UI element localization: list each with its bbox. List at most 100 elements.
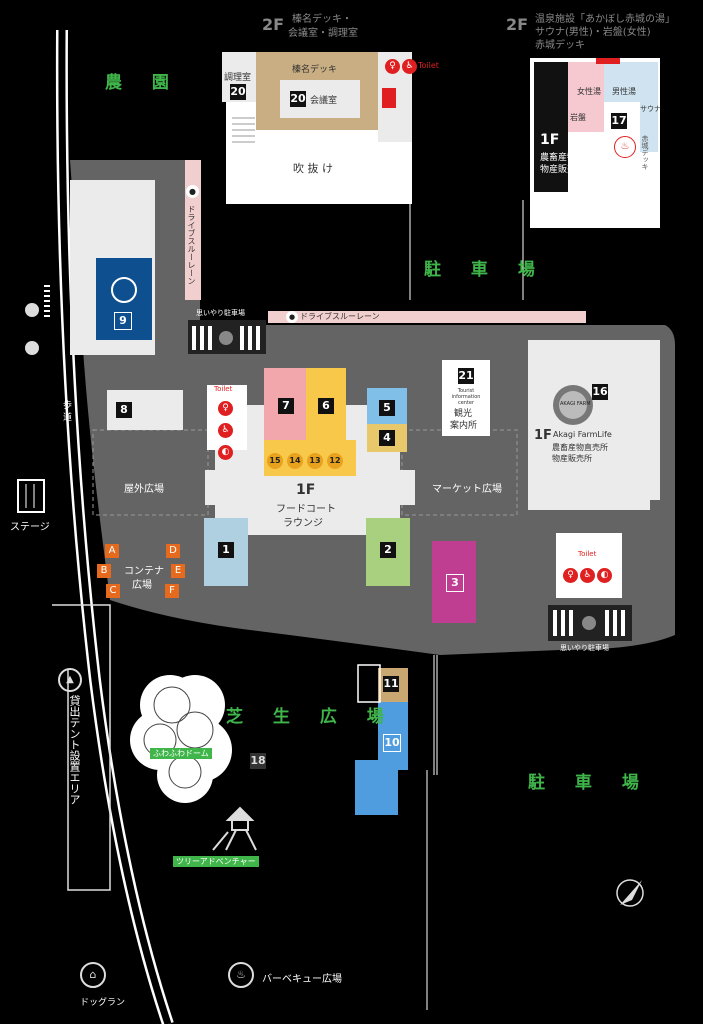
- onsen-shop-2: 物産販売所: [540, 165, 586, 175]
- fish-icon: [111, 277, 137, 303]
- shop-16-name: Akagi FarmLife: [553, 430, 612, 439]
- stairs: [232, 117, 255, 143]
- right-caption-1: 温泉施設「あかぼし赤城の湯」: [535, 14, 675, 25]
- elevator-mark: [382, 88, 396, 108]
- sauna: [640, 102, 658, 152]
- accessible-icon: ♿: [402, 59, 417, 74]
- shop-7-num: 7: [278, 398, 294, 414]
- foodcourt-line2: ラウンジ: [283, 518, 323, 529]
- sauna-label: サウナ: [640, 105, 661, 113]
- info-ja-1: 観光: [454, 409, 473, 419]
- bicycle-icon: [25, 303, 39, 317]
- drive-through-horizontal-label: ドライブスルーレーン: [300, 312, 380, 321]
- tent-area-frame: [52, 604, 111, 891]
- drive-lane-horizontal: [268, 311, 586, 323]
- shop-14-circle: 14: [287, 453, 303, 469]
- toilet-right-icons: ♀♿◐: [562, 562, 613, 584]
- area-18-num: 18: [250, 753, 266, 769]
- accessible-icon: ♿: [218, 423, 233, 438]
- meeting-room-num: 20: [290, 91, 306, 107]
- right-caption-3: 赤城デッキ: [535, 40, 585, 51]
- compass-icon: [616, 879, 644, 907]
- road-inner: [58, 29, 172, 1024]
- baby-icon: ◐: [218, 445, 233, 460]
- dog-icon: ⌂: [80, 962, 106, 988]
- omoiyari-top-label: 思いやり駐車場: [196, 309, 245, 317]
- shop-12-circle: 12: [327, 453, 343, 469]
- building-10: [355, 702, 408, 815]
- onsen-shop-1: 農畜産物直売所: [540, 153, 604, 163]
- toilet-2f: ♀♿Toilet: [384, 53, 439, 75]
- wheelchair-icon-bottom: [582, 616, 596, 630]
- drive-through-vertical-label: ドライブスルーレーン: [187, 205, 196, 285]
- sidewalk-label: 歩 道: [61, 400, 71, 421]
- bbq-label: バーベキュー広場: [262, 974, 342, 985]
- fuwafuwa-label: ふわふわドーム: [150, 748, 212, 759]
- restroom-icon: ♀: [563, 568, 578, 583]
- men-bath: [604, 62, 658, 102]
- container-label-2: 広場: [132, 580, 152, 591]
- onsen-num: 17: [611, 113, 627, 129]
- ganban: [568, 102, 604, 132]
- bbq-icon: ♨: [228, 962, 254, 988]
- shop-16-num: 16: [592, 384, 608, 400]
- building-2-num: 2: [380, 542, 396, 558]
- wheelchair-icon-top: [219, 331, 233, 345]
- toilet-left-icons: ♀ ♿ ◐: [217, 395, 234, 461]
- toilet-block-left: [207, 385, 247, 450]
- toilet-block-right: [556, 533, 622, 598]
- mid-caption-1: 榛名デッキ・: [292, 14, 352, 25]
- meeting-room-label: 会議室: [310, 96, 338, 106]
- tent-icon: ▲: [58, 668, 82, 692]
- akagi-deck-label: 赤城デッキ: [641, 135, 649, 170]
- container-f: F: [165, 584, 179, 598]
- info-num: 21: [458, 368, 474, 384]
- building-8-num: 8: [116, 402, 132, 418]
- walking-icon: [25, 341, 39, 355]
- shop-16-floor: 1F: [534, 428, 552, 443]
- container-e: E: [171, 564, 185, 578]
- shop-5-num: 5: [379, 400, 395, 416]
- dogrun-label: ドッグラン: [80, 998, 126, 1008]
- market-plaza-label: マーケット広場: [432, 484, 502, 495]
- atrium-label: 吹 抜 け: [293, 162, 333, 175]
- restroom-icon: ♀: [385, 59, 400, 74]
- men-bath-label: 男性湯: [612, 87, 636, 96]
- building-9: [96, 258, 152, 340]
- container-c: C: [106, 584, 120, 598]
- parking-stripes-bottom: [553, 610, 625, 636]
- floor-label-right: 2F: [506, 15, 529, 34]
- women-bath-label: 女性湯: [577, 87, 601, 96]
- building-11-num: 11: [383, 676, 399, 692]
- toilet-left-label: Toilet: [214, 385, 233, 393]
- farm-label: 農 園: [105, 73, 181, 93]
- ganban-label: 岩盤: [570, 113, 586, 122]
- building-1-num: 1: [218, 542, 234, 558]
- parking-bottom-label: 駐 車 場: [528, 773, 651, 793]
- shop-4-num: 4: [379, 430, 395, 446]
- onsen-icon: ♨: [614, 136, 636, 158]
- container-a: A: [105, 544, 119, 558]
- stage-label: ステージ: [10, 522, 50, 533]
- container-d: D: [166, 544, 180, 558]
- car-icon-horizontal: ●: [286, 311, 298, 323]
- lawn-label: 芝 生 広 場: [226, 707, 396, 727]
- mid-caption-2: 会議室・調理室: [288, 28, 358, 39]
- car-icon-vertical: ●: [186, 185, 199, 198]
- container-label-1: コンテナ: [124, 566, 164, 577]
- baby-icon: ◐: [597, 568, 612, 583]
- deck-label: 榛名デッキ: [292, 65, 338, 75]
- right-caption-2: サウナ(男性)・岩盤(女性): [535, 27, 651, 38]
- parking-top-label: 駐 車 場: [424, 260, 547, 280]
- building-11-outline: [357, 664, 381, 703]
- toilet-right-label: Toilet: [578, 550, 597, 558]
- container-b: B: [97, 564, 111, 578]
- foodcourt-line1: フードコート: [276, 504, 336, 515]
- onsen-red-mark: [596, 58, 620, 64]
- restroom-icon: ♀: [218, 401, 233, 416]
- cooking-room-num: 20: [230, 84, 246, 100]
- cooking-room-label: 調理室: [224, 73, 252, 83]
- shop-13-circle: 13: [307, 453, 323, 469]
- tree-adventure-label: ツリーアドベンチャー: [173, 856, 259, 867]
- floor-label-mid: 2F: [262, 15, 285, 34]
